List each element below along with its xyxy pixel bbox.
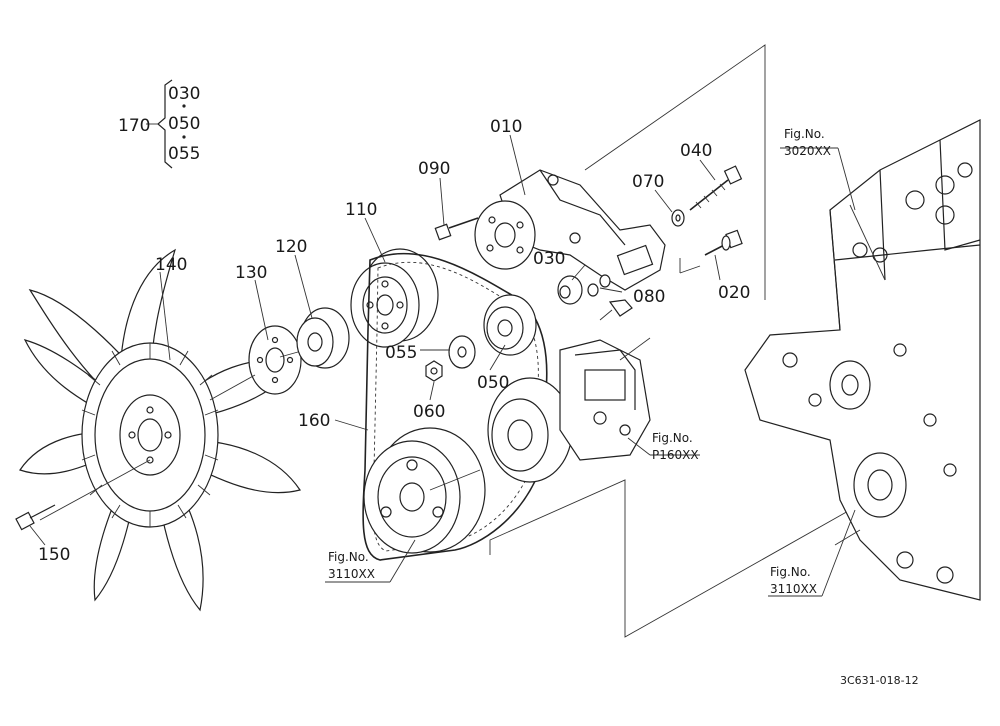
fan-pulley-hub [279, 307, 350, 369]
label-120: 120 [275, 237, 307, 257]
label-050-group: 050 [168, 114, 200, 134]
label-110: 110 [345, 200, 377, 220]
leader-lines [29, 134, 856, 597]
drawing-code: 3C631-018-12 [840, 674, 919, 687]
label-050: 050 [477, 373, 509, 393]
label-090: 090 [418, 159, 450, 179]
fig-3110-code-left: 3110XX [328, 567, 375, 581]
cooling-fan [19, 248, 302, 612]
group-bracket-170 [146, 79, 186, 169]
crankshaft-pulley [363, 427, 486, 554]
nut-060 [425, 360, 443, 382]
fig-p160-code: P160XX [652, 448, 699, 462]
engine-block [744, 119, 981, 601]
label-020: 020 [718, 283, 750, 303]
washer-070 [671, 209, 685, 227]
water-pump-assembly [474, 169, 666, 291]
label-150: 150 [38, 545, 70, 565]
label-160: 160 [298, 411, 330, 431]
explosion-frame-lines [489, 44, 851, 638]
fan-drive-pulley [350, 248, 439, 348]
fan-spacer [209, 325, 302, 401]
label-040: 040 [680, 141, 712, 161]
bolt-020 [704, 229, 743, 256]
fig-3110-caption-right: Fig.No. [770, 565, 811, 579]
label-170: 170 [118, 116, 150, 136]
label-140: 140 [155, 255, 187, 275]
bolt-040 [689, 165, 743, 211]
compressor-body [559, 337, 651, 461]
part-labels: 170 030 050 055 140 130 120 110 160 150 … [38, 84, 750, 565]
idler-parts [557, 274, 633, 321]
tension-pulley [483, 294, 537, 356]
fig-3110-code-right: 3110XX [770, 582, 817, 596]
figure-refs: Fig.No. 3020XX Fig.No. P160XX Fig.No. 31… [328, 127, 831, 596]
label-080: 080 [633, 287, 665, 307]
label-060: 060 [413, 402, 445, 422]
label-010: 010 [490, 117, 522, 137]
label-055-group: 055 [168, 144, 200, 164]
fig-3110-caption-left: Fig.No. [328, 550, 369, 564]
fig-3020-code: 3020XX [784, 144, 831, 158]
bolt-090 [434, 217, 479, 241]
label-070: 070 [632, 172, 664, 192]
label-030-group: 030 [168, 84, 200, 104]
fig-p160-caption: Fig.No. [652, 431, 693, 445]
fan-bolt [15, 459, 151, 531]
fig-3020-caption: Fig.No. [784, 127, 825, 141]
label-055: 055 [385, 343, 417, 363]
label-030: 030 [533, 249, 565, 269]
washer-055 [448, 335, 476, 369]
label-130: 130 [235, 263, 267, 283]
